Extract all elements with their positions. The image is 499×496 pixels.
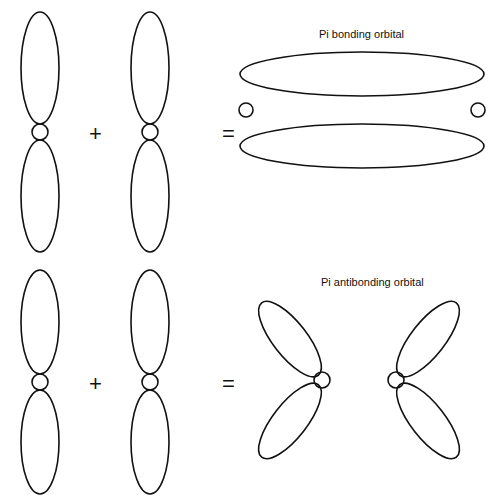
nucleus xyxy=(471,103,485,117)
orbital-lobe xyxy=(21,270,59,374)
nucleus xyxy=(314,372,330,388)
antibonding-lobe xyxy=(386,292,469,385)
nucleus xyxy=(388,372,404,388)
equals-sign: = xyxy=(222,372,235,396)
orbital-lobe xyxy=(21,140,59,252)
orbital-lobe xyxy=(131,390,169,494)
antibonding-lobe xyxy=(248,292,331,385)
orbital-lobe xyxy=(21,12,59,124)
plus-sign: + xyxy=(89,372,102,396)
nucleus xyxy=(32,374,48,390)
antibonding-lobe xyxy=(386,374,469,467)
nucleus xyxy=(142,124,158,140)
orbital-lobe xyxy=(131,270,169,374)
orbital-caption: Pi antibonding orbital xyxy=(321,276,424,288)
orbital-caption: Pi bonding orbital xyxy=(319,28,404,40)
antibonding-lobe xyxy=(248,374,331,467)
orbital-lobe xyxy=(131,12,169,124)
bonding-lobe xyxy=(240,52,484,96)
nucleus xyxy=(32,124,48,140)
bonding-lobe xyxy=(240,124,484,168)
orbital-lobe xyxy=(131,140,169,252)
equals-sign: = xyxy=(222,122,235,146)
plus-sign: + xyxy=(89,122,102,146)
nucleus xyxy=(142,374,158,390)
orbital-lobe xyxy=(21,390,59,494)
nucleus xyxy=(239,103,253,117)
